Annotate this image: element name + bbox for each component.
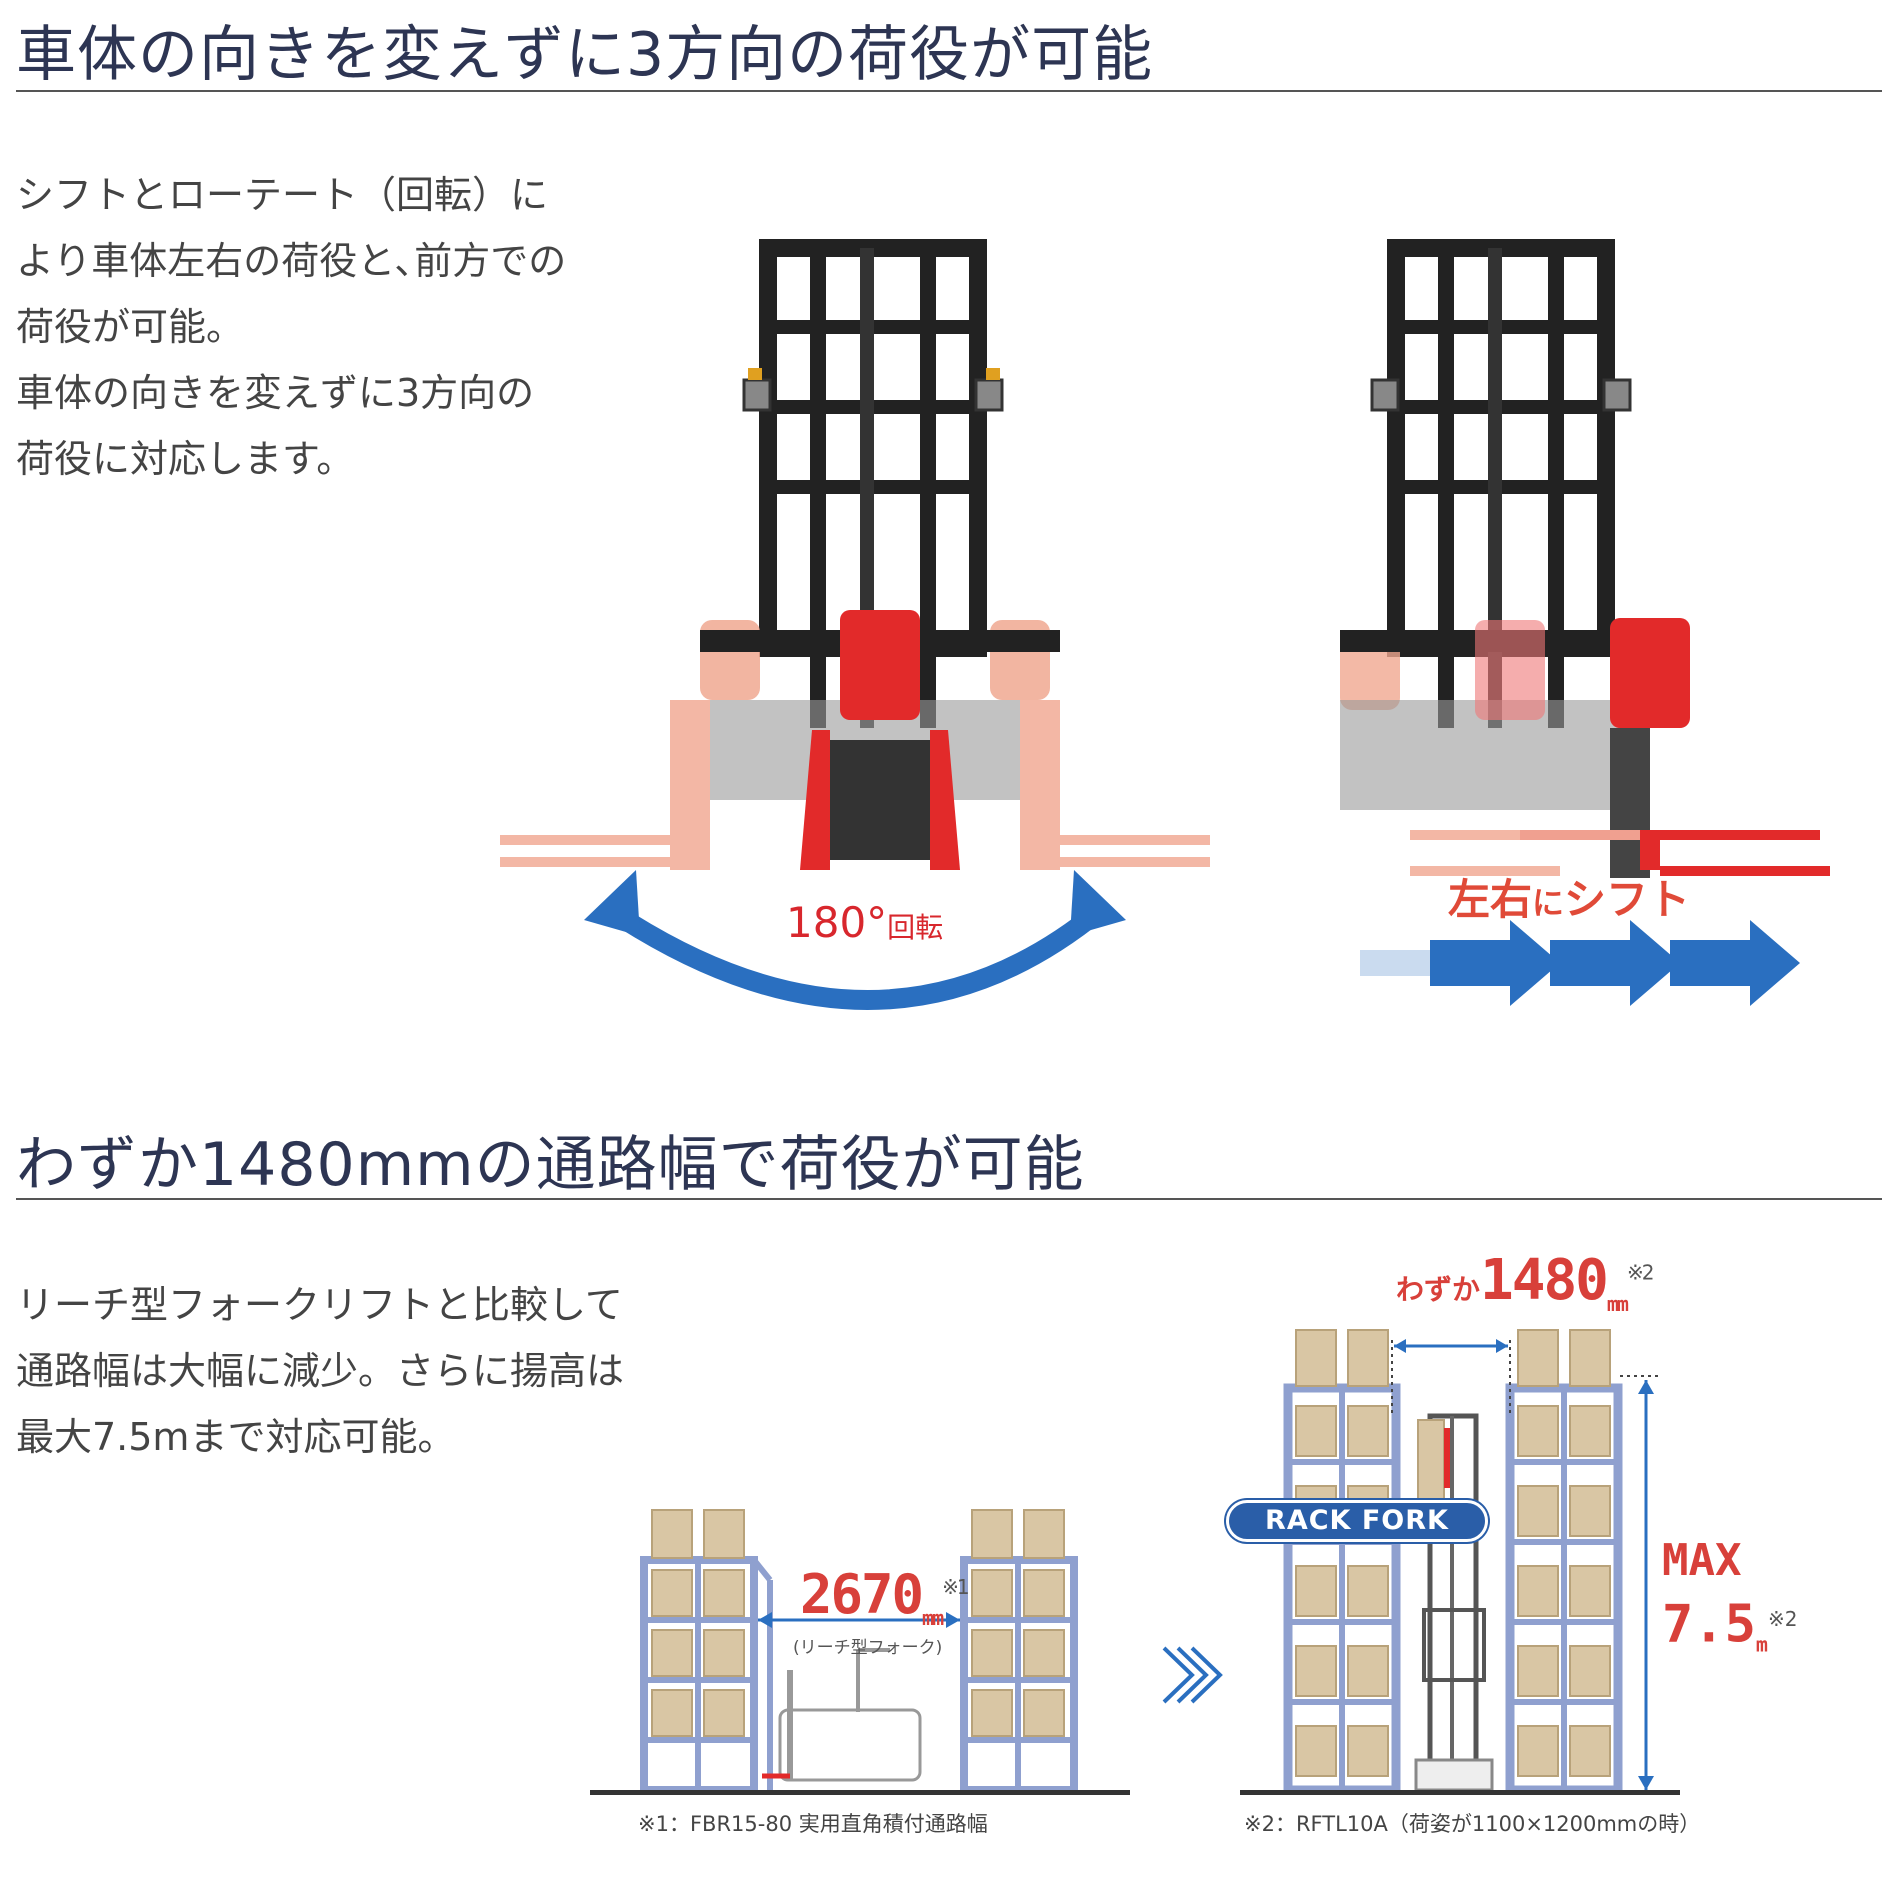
rackfork-aisle-diagram xyxy=(1240,1329,1680,1795)
chevron-right-icon xyxy=(1162,1646,1223,1704)
body-line: 荷役が可能。 xyxy=(16,305,245,349)
footnote-2: ※2：RFTL10A（荷姿が1100×1200mmの時） xyxy=(1244,1812,1701,1836)
rack-width-value: わずか1480mm※2 xyxy=(1396,1248,1654,1317)
footnote-1: ※1：FBR15-80 実用直角積付通路幅 xyxy=(638,1812,988,1836)
rotate-label: 180°回転 xyxy=(786,898,944,947)
section2-heading: わずか1480mmの通路幅で荷役が可能 xyxy=(16,1130,1085,1200)
max-height-value: MAX 7.5m※2 xyxy=(1662,1535,1798,1657)
reach-width-value: 2670mm※1 xyxy=(800,1563,970,1630)
body-line: シフトとローテート（回転）に xyxy=(16,173,549,217)
section2-divider xyxy=(16,1198,1882,1200)
body-line: 通路幅は大幅に減少。さらに揚高は xyxy=(16,1349,625,1393)
body-line: より車体左右の荷役と､前方での xyxy=(16,239,567,283)
section1-heading: 車体の向きを変えずに3方向の荷役が可能 xyxy=(16,20,1154,90)
rack-fork-badge: RACK FORK xyxy=(1226,1500,1488,1542)
body-line: 最大7.5mまで対応可能。 xyxy=(16,1415,456,1459)
body-line: 荷役に対応します。 xyxy=(16,437,355,481)
reach-aisle-diagram xyxy=(590,1509,1130,1795)
forklift-rotate-illustration xyxy=(500,239,1210,1010)
reach-width-note: (リーチ型フォーク) xyxy=(793,1638,943,1658)
section2-body: リーチ型フォークリフトと比較して 通路幅は大幅に減少。さらに揚高は 最大7.5m… xyxy=(16,1272,624,1470)
forklift-shift-illustration xyxy=(1340,239,1830,1006)
body-line: リーチ型フォークリフトと比較して xyxy=(16,1283,623,1327)
body-line: 車体の向きを変えずに3方向の xyxy=(16,371,535,415)
shift-label: 左右にシフト xyxy=(1448,875,1691,924)
section1-divider xyxy=(16,90,1882,92)
section1-body: シフトとローテート（回転）に より車体左右の荷役と､前方での 荷役が可能。 車体… xyxy=(16,162,566,492)
